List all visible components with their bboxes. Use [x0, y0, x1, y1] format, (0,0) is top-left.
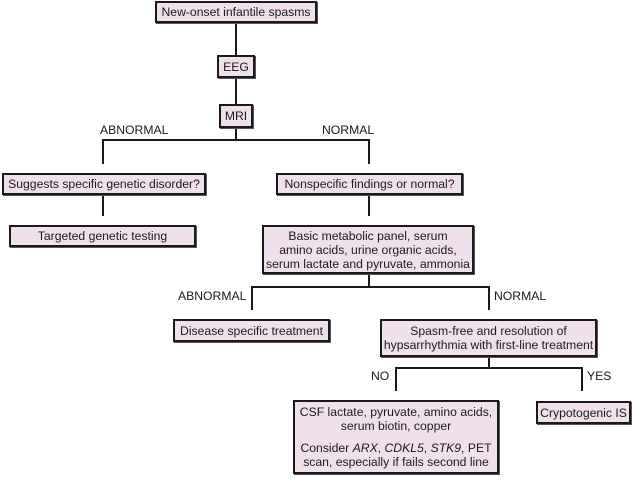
node-metabolic-line: amino acids, urine organic acids, [279, 242, 457, 257]
connector-metabolic-branch [368, 273, 370, 287]
node-genetic-question-text: Suggests specific genetic disorder? [8, 177, 200, 191]
csf-sep: , [377, 441, 385, 455]
connector-to-disease-tx [251, 286, 253, 310]
connector-nonspecific-metabolic [368, 194, 370, 216]
node-targeted-testing-text: Targeted genetic testing [37, 229, 168, 243]
connector-to-csf [395, 367, 397, 391]
edge-label-metabolic-abnormal: ABNORMAL [178, 289, 247, 303]
csf-para-2: Consider ARX, CDKL5, STK9, PET scan, esp… [300, 441, 491, 469]
node-disease-treatment-text: Disease specific treatment [180, 323, 323, 338]
node-spasm-free-line: hypsarrhythmia with first-line treatment [383, 338, 594, 352]
edge-label-mri-abnormal: ABNORMAL [100, 123, 169, 137]
csf-pet-text: , PET [461, 441, 492, 455]
node-cryptogenic: Crypotogenic IS [536, 401, 631, 424]
edge-label-metabolic-normal: NORMAL [494, 289, 547, 303]
edge-label-mri-normal: NORMAL [322, 123, 375, 137]
csf-line: serum biotin, copper [340, 419, 452, 433]
csf-line-consider: Consider ARX, CDKL5, STK9, PET [300, 441, 491, 455]
node-eeg: EEG [217, 55, 255, 78]
node-csf-workup: CSF lactate, pyruvate, amino acids, seru… [293, 400, 499, 474]
node-spasm-free-question: Spasm-free and resolution of hypsarrhyth… [380, 319, 597, 357]
node-start-text: New-onset infantile spasms [161, 5, 311, 19]
connector-to-cryptogenic [581, 367, 583, 391]
node-mri-text: MRI [224, 109, 248, 123]
node-metabolic-line: Basic metabolic panel, serum [288, 228, 448, 243]
connector-mri-branch [235, 128, 237, 140]
csf-para-1: CSF lactate, pyruvate, amino acids, seru… [300, 405, 492, 433]
connector-genetic-targeted [102, 194, 104, 216]
node-metabolic-line: serum lactate and pyruvate, ammonia [266, 256, 470, 271]
csf-line: scan, especially if fails second line [303, 455, 489, 469]
gene-arx: ARX [352, 441, 378, 455]
branch-metabolic [251, 286, 490, 288]
node-nonspecific-question-text: Nonspecific findings or normal? [284, 177, 455, 191]
csf-sep: , [423, 441, 431, 455]
node-mri: MRI [219, 104, 253, 128]
connector-to-genetic-q [102, 139, 104, 164]
node-cryptogenic-text: Crypotogenic IS [540, 405, 627, 420]
node-disease-treatment: Disease specific treatment [173, 319, 330, 342]
edge-label-treatment-no: NO [371, 369, 390, 383]
node-nonspecific-question: Nonspecific findings or normal? [276, 173, 463, 195]
edge-label-treatment-yes: YES [587, 369, 612, 383]
node-targeted-testing: Targeted genetic testing [9, 225, 196, 247]
csf-consider-text: Consider [300, 441, 353, 455]
csf-line: CSF lactate, pyruvate, amino acids, [299, 405, 493, 419]
connector-eeg-mri [235, 77, 237, 104]
node-spasm-free-line: Spasm-free and resolution of [410, 324, 567, 338]
node-eeg-text: EEG [223, 59, 249, 74]
connector-to-spasm-free-q [488, 286, 490, 310]
branch-treatment [395, 367, 583, 369]
connector-spasm-branch [488, 356, 490, 368]
gene-cdkl5: CDKL5 [384, 441, 424, 455]
branch-mri [102, 139, 370, 141]
connector-start-eeg [235, 22, 237, 55]
node-start: New-onset infantile spasms [155, 1, 317, 23]
connector-to-nonspecific-q [368, 139, 370, 164]
node-genetic-question: Suggests specific genetic disorder? [2, 173, 206, 195]
gene-stk9: STK9 [430, 441, 462, 455]
node-metabolic-panel: Basic metabolic panel, serum amino acids… [262, 225, 474, 274]
